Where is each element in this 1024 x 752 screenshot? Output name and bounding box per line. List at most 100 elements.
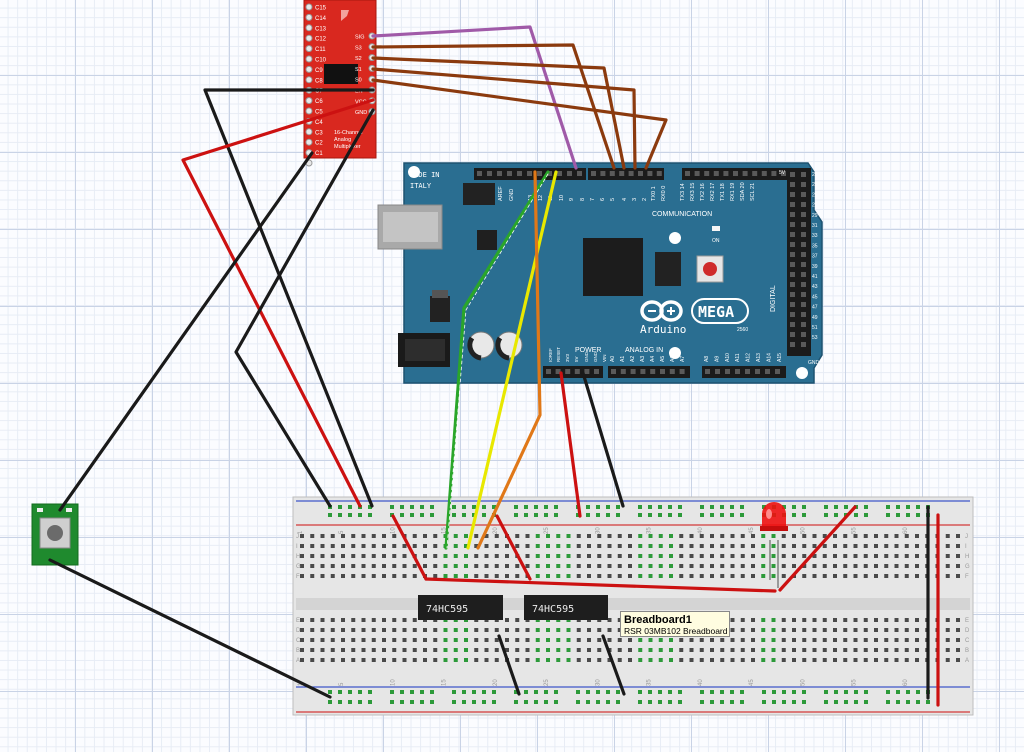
breadboard-hole[interactable] [945,658,950,662]
breadboard-hole[interactable] [710,638,714,642]
breadboard-hole[interactable] [761,564,766,568]
breadboard-hole[interactable] [607,658,612,662]
breadboard-hole[interactable] [443,628,448,632]
breadboard-hole[interactable] [361,638,366,642]
breadboard-hole[interactable] [576,658,581,662]
breadboard-hole[interactable] [576,628,581,632]
breadboard-hole[interactable] [648,690,652,694]
breadboard-hole[interactable] [341,554,345,558]
breadboard-hole[interactable] [884,554,889,558]
breadboard-hole[interactable] [751,534,755,538]
breadboard-hole[interactable] [492,700,496,704]
breadboard-hole[interactable] [310,534,315,538]
breadboard-hole[interactable] [320,544,325,548]
breadboard-hole[interactable] [556,648,561,652]
breadboard-hole[interactable] [668,505,672,509]
breadboard-hole[interactable] [896,700,900,704]
breadboard-hole[interactable] [484,638,489,642]
breadboard-hole[interactable] [443,564,448,568]
breadboard-hole[interactable] [843,554,848,558]
breadboard-hole[interactable] [443,638,448,642]
breadboard-hole[interactable] [358,513,362,517]
breadboard-hole[interactable] [607,554,612,558]
breadboard-hole[interactable] [802,505,806,509]
breadboard-hole[interactable] [679,574,684,578]
breadboard-hole[interactable] [628,544,632,548]
breadboard-hole[interactable] [802,574,807,578]
breadboard-hole[interactable] [433,564,438,568]
header-pin[interactable] [790,192,795,197]
breadboard-hole[interactable] [453,658,458,662]
header-pin[interactable] [679,369,685,374]
breadboard-hole[interactable] [720,544,725,548]
header-pin[interactable] [567,171,572,176]
breadboard-hole[interactable] [566,554,571,558]
breadboard-hole[interactable] [474,544,479,548]
breadboard-hole[interactable] [956,628,960,632]
breadboard-hole[interactable] [802,700,806,704]
breadboard-hole[interactable] [896,505,900,509]
breadboard-hole[interactable] [482,513,486,517]
header-pin[interactable] [497,171,502,176]
breadboard-hole[interactable] [761,534,766,538]
breadboard-hole[interactable] [781,658,786,662]
breadboard-hole[interactable] [433,554,438,558]
breadboard-hole[interactable] [730,505,734,509]
breadboard-hole[interactable] [361,554,366,558]
breadboard-hole[interactable] [864,700,868,704]
wire-yellow[interactable] [466,170,558,550]
mux-pin[interactable] [305,97,313,105]
breadboard-hole[interactable] [535,564,540,568]
breadboard-hole[interactable] [368,700,372,704]
breadboard-hole[interactable] [430,690,434,694]
breadboard-hole[interactable] [320,628,325,632]
breadboard-hole[interactable] [689,638,694,642]
breadboard-hole[interactable] [689,658,694,662]
breadboard-hole[interactable] [607,534,612,538]
breadboard-hole[interactable] [824,700,828,704]
breadboard-hole[interactable] [554,700,558,704]
breadboard-hole[interactable] [535,658,540,662]
breadboard-hole[interactable] [710,658,714,662]
breadboard-hole[interactable] [863,554,868,558]
breadboard-hole[interactable] [792,513,796,517]
breadboard-hole[interactable] [371,544,376,548]
breadboard-hole[interactable] [607,628,612,632]
breadboard-hole[interactable] [843,658,848,662]
header-pin[interactable] [801,342,806,347]
breadboard-hole[interactable] [956,564,960,568]
red-led[interactable] [760,502,788,588]
breadboard-hole[interactable] [792,534,796,538]
breadboard-hole[interactable] [351,628,356,632]
breadboard-hole[interactable] [597,554,602,558]
breadboard-hole[interactable] [330,628,335,632]
header-pin[interactable] [790,312,795,317]
breadboard-hole[interactable] [494,574,499,578]
breadboard-hole[interactable] [412,628,417,632]
breadboard-hole[interactable] [484,534,489,538]
breadboard-hole[interactable] [843,638,848,642]
breadboard-hole[interactable] [361,648,366,652]
breadboard-hole[interactable] [720,534,725,538]
breadboard-hole[interactable] [638,700,642,704]
breadboard-hole[interactable] [586,690,590,694]
breadboard-hole[interactable] [710,564,714,568]
breadboard-hole[interactable] [628,648,632,652]
header-pin[interactable] [715,369,720,374]
breadboard-hole[interactable] [586,513,590,517]
breadboard-hole[interactable] [310,638,315,642]
breadboard-hole[interactable] [423,648,427,652]
breadboard-hole[interactable] [371,574,376,578]
breadboard-hole[interactable] [382,544,386,548]
header-pin[interactable] [790,292,795,297]
header-pin[interactable] [801,272,806,277]
breadboard-hole[interactable] [781,544,786,548]
breadboard-hole[interactable] [596,700,600,704]
breadboard-hole[interactable] [915,658,919,662]
breadboard-hole[interactable] [843,628,848,632]
breadboard-hole[interactable] [699,544,704,548]
breadboard-hole[interactable] [586,700,590,704]
breadboard-hole[interactable] [617,628,622,632]
breadboard-hole[interactable] [710,513,714,517]
breadboard-hole[interactable] [822,544,827,548]
